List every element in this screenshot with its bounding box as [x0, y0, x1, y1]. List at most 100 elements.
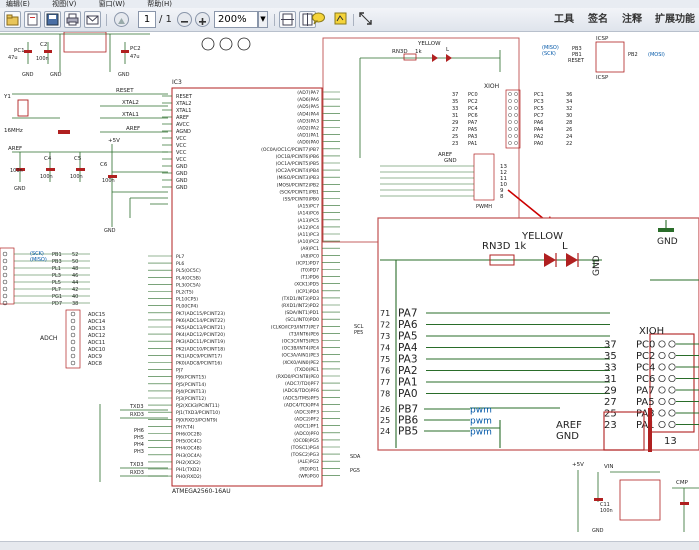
ic-pin-label: (A14)PC6 [298, 211, 320, 217]
zoom-xioh-body [649, 333, 695, 433]
cap-value: 100n [102, 178, 115, 184]
xioh-num: 37 [452, 92, 458, 98]
xioh-name: PC3 [534, 99, 544, 105]
email-icon[interactable] [84, 11, 101, 28]
save-icon[interactable] [44, 11, 61, 28]
net-label: PC1 [14, 48, 25, 54]
cap-ref: C4 [44, 156, 52, 162]
ic-pin-label: PK4(ADC12/PCINT20) [176, 332, 225, 338]
ic-pin-label: (A8)PC0 [300, 253, 319, 259]
pwmh-num: 10 [500, 182, 507, 188]
ic-pin-label: PH1(TXD2) [176, 467, 201, 473]
ic-pin-label: PJ3(PCINT12) [176, 396, 206, 402]
chevron-down-icon[interactable]: ▼ [258, 11, 268, 28]
ic-pin-label: (A13)PC5 [298, 218, 320, 224]
ic-pin-label: (AD4)PA4 [297, 111, 319, 117]
ic-pin-label: (AD3)PA3 [297, 118, 319, 124]
zoom-pa-name: PA0 [398, 388, 418, 400]
tab-comment[interactable]: 注释 [622, 14, 642, 25]
ic-pin-label: (SDA/INT1)PD1 [285, 310, 319, 316]
serial-wires [99, 404, 168, 482]
ic-pin-label: (AD5)PA5 [297, 104, 319, 110]
net-label: TXD3 [129, 404, 144, 410]
ic-pin-label: (ICP1)PD4 [296, 289, 319, 295]
ic-pin-label: PL4(OC5B) [176, 275, 201, 281]
ic-pin-label: XTAL2 [176, 101, 191, 107]
fit-page-icon[interactable] [279, 11, 296, 28]
ic-pin-label: (OC0A/OC1C/PCINT7)PB7 [261, 147, 319, 153]
open-icon[interactable] [4, 11, 21, 28]
menu-edit[interactable]: 编辑(E) [6, 0, 30, 8]
menu-window[interactable]: 窗口(W) [98, 0, 126, 8]
menu-help[interactable]: 帮助(H) [147, 0, 172, 8]
xioh-name: PC4 [468, 106, 478, 112]
net-label: PG5 [350, 468, 360, 474]
zoom-pa-num: 76 [380, 367, 390, 376]
ic-pin-label: (OC0B)PG5 [293, 438, 319, 444]
page-count: / 1 [159, 14, 172, 25]
zoom-in-icon[interactable] [195, 12, 210, 27]
comment-icon[interactable] [311, 11, 328, 28]
highlight-icon[interactable] [333, 11, 350, 28]
zoom-out-icon[interactable] [177, 12, 192, 27]
menu-view[interactable]: 视图(V) [52, 0, 77, 8]
icsp-header [595, 41, 625, 73]
xtal1-net: XTAL1 [122, 112, 139, 118]
ic-pin-label: PJ2(XCK3/PCINT11) [176, 403, 220, 409]
zoom-xioh-name: PA7 [636, 386, 655, 397]
ic-pin-label: AVCC [176, 122, 190, 128]
toolbar: 1 / 1 200% ▼ 工具 签名 注释 扩展功能 [0, 8, 699, 32]
cap-value: 100n [40, 174, 53, 180]
adch-pin-name: ADC8 [88, 361, 102, 367]
ic-pin-label: PH2(XCK2) [176, 460, 201, 466]
zoom-aref: AREF [556, 420, 582, 431]
adch-pin-name: ADC11 [88, 340, 105, 346]
header-pin-number: 46 [72, 273, 78, 279]
led-zoom-icon [566, 253, 578, 267]
zoom-pwm-label: pwm [470, 428, 492, 438]
zoom-xioh-num: 25 [604, 409, 617, 420]
ic-pin-label: (TOSC2)PG3 [291, 452, 319, 458]
previous-page-icon[interactable] [114, 12, 129, 27]
header-pin-number: 40 [72, 294, 78, 300]
print-icon[interactable] [64, 11, 81, 28]
led-small-icon [446, 54, 452, 62]
header-pin [2, 265, 8, 271]
toolbar-separator [106, 14, 107, 26]
ic-pin-label: (ADC5/TMS)PF5 [283, 395, 319, 401]
tab-tools[interactable]: 工具 [554, 14, 574, 25]
zoom-pb-name: PB5 [398, 426, 418, 438]
resistor-label: RN3D [392, 49, 408, 55]
ic-pin-label: PJ5(PCINT14) [176, 382, 206, 388]
document-view[interactable]: PC1 C2 PC2 47u 100n 47u GND GND GND RESE… [0, 32, 699, 541]
adch-title: ADCH [40, 335, 57, 342]
ic-pin-label: (ADC2)PF2 [294, 417, 319, 423]
ic-pin-label: (OC1A/PCINT5)PB5 [276, 161, 319, 167]
ic-pin-label: (T0)PD7 [300, 268, 319, 274]
zoom-level-select[interactable]: 200% [214, 11, 258, 28]
gnd-label: GND [104, 228, 116, 234]
ic-pin-label: PH4(OC4B) [176, 446, 202, 452]
create-icon[interactable] [24, 11, 41, 28]
cap-ref: C6 [100, 162, 108, 168]
xioh-name: PA1 [468, 141, 477, 147]
ic-pin-label: (AD0)PA0 [297, 140, 319, 146]
tab-extended[interactable]: 扩展功能 [655, 14, 695, 25]
mounting-hole [237, 37, 251, 51]
ic-pin-label: (ALE)PG2 [298, 459, 320, 465]
net-label: TXD3 [129, 462, 144, 468]
fit-width-icon[interactable] [299, 11, 316, 28]
xioh-name: PC2 [468, 99, 478, 105]
ic-pin-label: (A11)PC3 [298, 232, 320, 238]
crystal-freq: 16MHz [4, 128, 23, 134]
fullscreen-icon[interactable] [358, 11, 375, 28]
gnd-symbol [658, 228, 674, 232]
xioh-num: 25 [452, 134, 458, 140]
page-number-input[interactable]: 1 [138, 11, 156, 28]
tab-sign[interactable]: 签名 [588, 14, 608, 25]
icsp-title: ICSP [596, 75, 609, 81]
xioh-name: PA2 [534, 134, 543, 140]
net-label: PC2 [130, 46, 141, 52]
